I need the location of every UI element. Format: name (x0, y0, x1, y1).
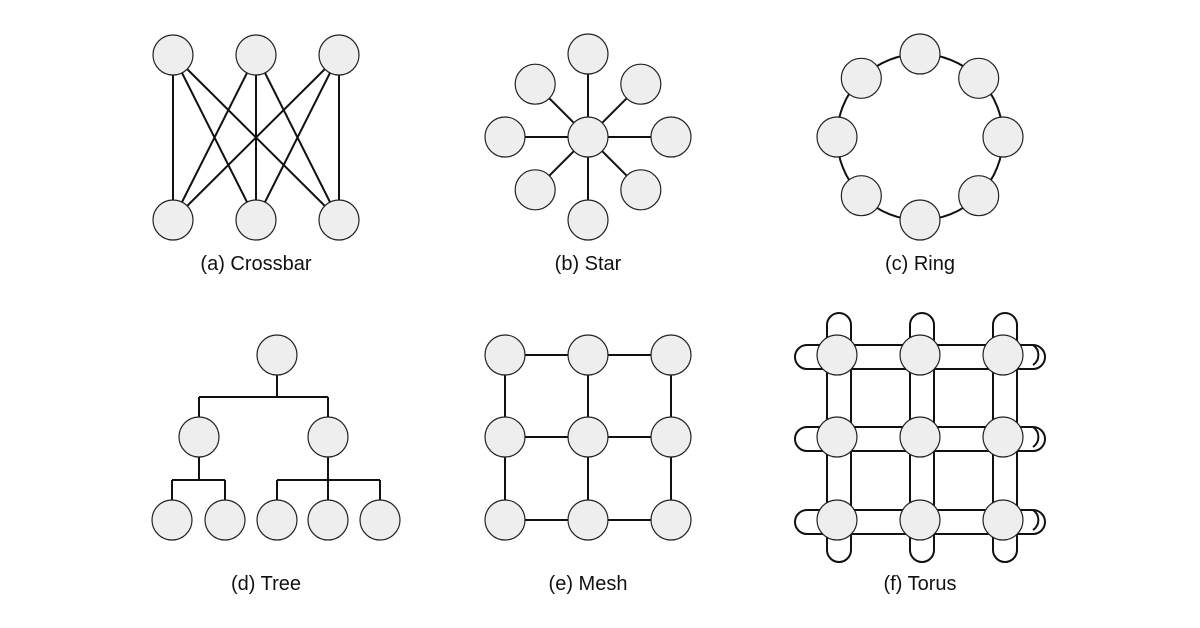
node (567, 199, 609, 241)
node (650, 334, 692, 376)
node (816, 116, 858, 158)
tree-figure (151, 334, 401, 541)
node (484, 499, 526, 541)
node (816, 416, 858, 458)
edge (172, 54, 340, 221)
caption-crossbar: (a) Crossbar (200, 253, 311, 275)
node (982, 116, 1024, 158)
node (514, 63, 556, 105)
edge (172, 54, 257, 221)
edge (255, 54, 340, 221)
crossbar-figure (152, 34, 360, 241)
node (816, 334, 858, 376)
caption-tree: (d) Tree (231, 573, 301, 595)
node (484, 416, 526, 458)
node (840, 57, 882, 99)
node (567, 116, 609, 158)
node (958, 57, 1000, 99)
node (484, 116, 526, 158)
node (318, 34, 360, 76)
node (514, 169, 556, 211)
ring-figure (816, 33, 1024, 241)
node (620, 63, 662, 105)
node (256, 499, 298, 541)
node (235, 34, 277, 76)
star-figure (484, 33, 692, 241)
node (307, 499, 349, 541)
node (958, 175, 1000, 217)
node (650, 416, 692, 458)
edge (992, 312, 1018, 563)
node (235, 199, 277, 241)
node (650, 116, 692, 158)
node (256, 334, 298, 376)
node (307, 416, 349, 458)
node (899, 499, 941, 541)
node (816, 499, 858, 541)
node (484, 334, 526, 376)
edge (909, 312, 935, 563)
node (982, 416, 1024, 458)
node (152, 34, 194, 76)
caption-star: (b) Star (555, 253, 622, 275)
node (620, 169, 662, 211)
torus-figure (794, 312, 1046, 563)
node (982, 334, 1024, 376)
edge (794, 426, 1046, 452)
node (899, 334, 941, 376)
edge (794, 344, 1046, 370)
node (567, 499, 609, 541)
node (899, 33, 941, 75)
node (151, 499, 193, 541)
edge (826, 312, 852, 563)
node (318, 199, 360, 241)
node (178, 416, 220, 458)
node (650, 499, 692, 541)
node (567, 416, 609, 458)
node (567, 33, 609, 75)
node (982, 499, 1024, 541)
edge (794, 509, 1046, 535)
node (359, 499, 401, 541)
caption-torus: (f) Torus (884, 573, 957, 595)
node (152, 199, 194, 241)
node (204, 499, 246, 541)
caption-mesh: (e) Mesh (549, 573, 628, 595)
node (567, 334, 609, 376)
node (840, 175, 882, 217)
node (899, 199, 941, 241)
caption-ring: (c) Ring (885, 253, 955, 275)
mesh-figure (484, 334, 692, 541)
node (899, 416, 941, 458)
